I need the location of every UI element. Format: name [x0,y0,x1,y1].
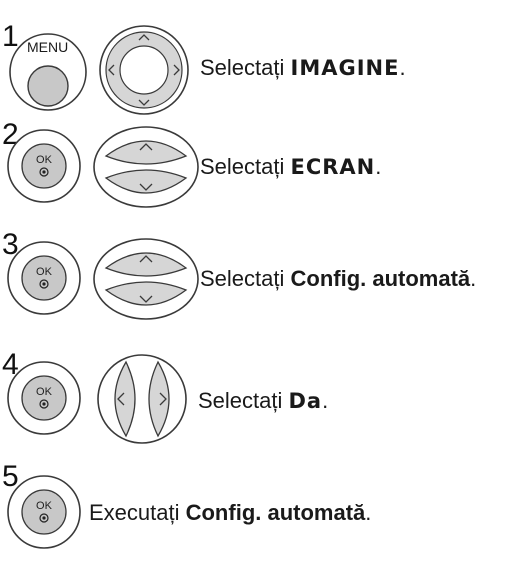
step-5-instruction: Executați Config. automată. [89,500,372,525]
svg-text:OK: OK [36,386,53,398]
step-3: 3 OK Selectați Config. automată. [0,228,525,338]
step-3-instruction: Selectați Config. automată. [200,266,477,291]
step-4-instruction: Selectați Da. [198,388,329,413]
four-way-arrows-icon[interactable] [96,22,192,118]
menu-keyword: Config. automată [290,266,471,291]
step-number: 1 [2,20,19,53]
up-down-arrows-icon[interactable] [92,124,202,210]
step-number: 3 [2,228,19,261]
svg-text:OK: OK [36,266,53,278]
ok-button-icon[interactable]: OK [4,472,86,554]
left-right-arrows-icon[interactable] [94,352,194,446]
step-number: 4 [2,348,19,381]
menu-keyword: Config. automată [185,500,366,525]
ok-button-icon[interactable]: OK [4,358,86,440]
menu-button-label: MENU [27,39,69,55]
ok-button-icon[interactable]: OK [4,238,86,320]
step-number: 5 [2,460,19,493]
menu-keyword: ECRAN [290,155,376,179]
step-4: 4 OK Selectați Da. [0,340,525,450]
step-1-instruction: Selectați IMAGINE. [200,55,406,80]
up-down-arrows-icon[interactable] [92,236,202,322]
step-5: 5 OK Executați Config. automată. [0,460,525,579]
menu-keyword: IMAGINE [290,56,400,80]
menu-button-icon[interactable] [4,28,94,118]
menu-keyword: Da [288,389,323,413]
step-number: 2 [2,118,19,151]
ok-button-icon[interactable]: OK [4,126,86,208]
svg-text:OK: OK [36,500,53,512]
step-2-instruction: Selectați ECRAN. [200,154,382,179]
step-2: 2 OK Selectați ECRAN. [0,118,525,228]
svg-text:OK: OK [36,154,53,166]
step-1: 1 MENU Selectați IMAGINE. [0,0,525,115]
